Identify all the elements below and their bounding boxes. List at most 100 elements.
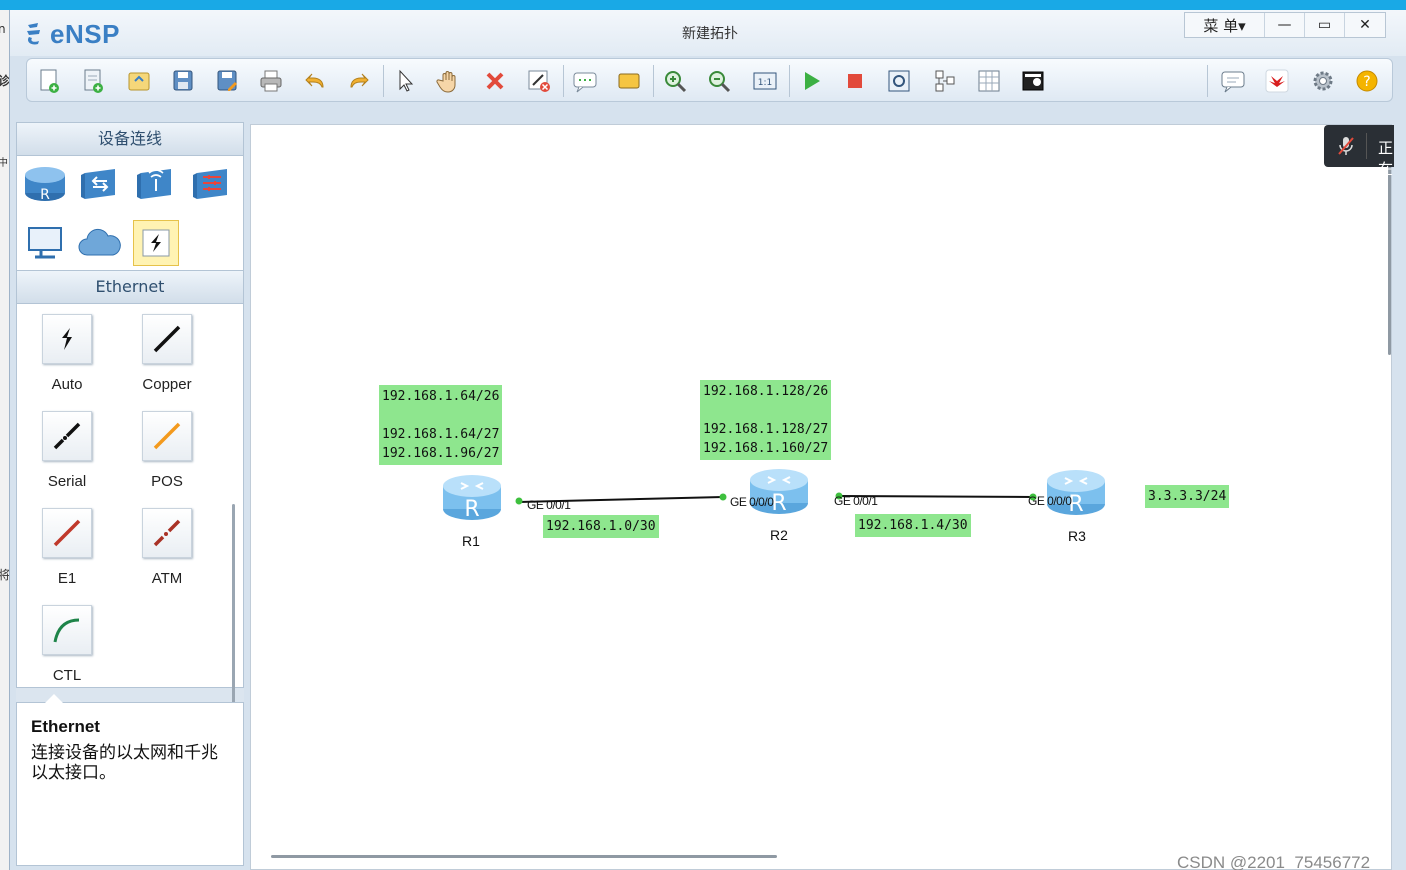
maximize-button[interactable]: ▭	[1305, 13, 1345, 37]
background-text: 中	[0, 158, 8, 169]
open-icon[interactable]	[125, 67, 153, 95]
link-r2-r3[interactable]	[838, 495, 1034, 498]
zoom-out-icon[interactable]	[705, 67, 733, 95]
port-status-dot	[835, 492, 843, 500]
print-icon[interactable]	[257, 67, 285, 95]
redo-icon[interactable]	[345, 67, 373, 95]
svg-text:R: R	[464, 497, 479, 522]
cable-list-scrollbar[interactable]	[232, 504, 235, 844]
port-label: GE 0/0/1	[527, 498, 571, 512]
port-label: GE 0/0/0	[730, 495, 774, 509]
cables-header: Ethernet	[16, 270, 244, 304]
svg-text:?: ?	[1363, 74, 1370, 90]
cable-label: Auto	[51, 376, 83, 393]
e1-cable[interactable]: E1	[27, 508, 107, 598]
cable-label: POS	[151, 473, 183, 490]
start-device-icon[interactable]	[797, 67, 825, 95]
new-example-icon[interactable]	[79, 67, 107, 95]
note-r2-subnets[interactable]: 192.168.1.128/26 192.168.1.128/27 192.16…	[700, 380, 832, 460]
chat-icon[interactable]	[1219, 67, 1247, 95]
topology-canvas[interactable]: 192.168.1.64/26 192.168.1.64/27 192.168.…	[250, 124, 1394, 870]
router-category-icon[interactable]: R	[22, 160, 68, 206]
pos-cable-icon	[142, 411, 192, 461]
ensp-window: eNSP 新建拓扑 菜 单▾ — ▭ ✕	[9, 10, 1406, 870]
note-r1-r2-link[interactable]: 192.168.1.0/30	[543, 515, 659, 538]
canvas-vertical-scrollbar[interactable]	[1388, 125, 1391, 355]
topology-icon[interactable]	[931, 67, 959, 95]
device-panel: 设备连线 R	[16, 122, 244, 866]
desktop-top-strip	[0, 0, 1406, 10]
cloud-category-icon[interactable]	[77, 220, 123, 266]
new-topology-icon[interactable]	[35, 67, 63, 95]
help-icon[interactable]: ?	[1353, 67, 1381, 95]
window-controls: 菜 单▾ — ▭ ✕	[1184, 12, 1386, 38]
auto-cable[interactable]: Auto	[27, 314, 107, 404]
port-status-dot	[515, 497, 523, 505]
router-label: R2	[770, 527, 788, 543]
auto-cable-icon	[42, 314, 92, 364]
mic-muted-icon[interactable]	[1336, 135, 1356, 157]
pos-cable[interactable]: POS	[127, 411, 207, 501]
switch-category-icon[interactable]	[77, 160, 123, 206]
palette-icon[interactable]	[615, 67, 643, 95]
stop-device-icon[interactable]	[841, 67, 869, 95]
serial-cable[interactable]: Serial	[27, 411, 107, 501]
close-button[interactable]: ✕	[1359, 17, 1371, 33]
router-r2[interactable]: R	[748, 463, 810, 517]
wlan-category-icon[interactable]	[133, 160, 179, 206]
description-box: Ethernet 连接设备的以太网和千兆以太接口。	[16, 694, 244, 866]
firewall-category-icon[interactable]	[189, 160, 235, 206]
note-r1-subnets[interactable]: 192.168.1.64/26 192.168.1.64/27 192.168.…	[379, 385, 503, 465]
minimize-button[interactable]: —	[1265, 13, 1305, 37]
watermark: CSDN @2201_75456772	[1177, 853, 1371, 870]
pc-category-icon[interactable]	[22, 220, 68, 266]
cable-label: ATM	[151, 570, 183, 587]
description-text: 连接设备的以太网和千兆以太接口。	[31, 743, 218, 783]
router-r1[interactable]: R	[441, 469, 503, 523]
copper-cable-icon	[142, 314, 192, 364]
recording-overlay[interactable]: 正在	[1324, 125, 1394, 178]
menu-button[interactable]: 菜 单▾	[1185, 13, 1265, 37]
cable-label: E1	[57, 570, 77, 587]
drag-hand-icon[interactable]	[435, 67, 463, 95]
cable-list: Auto Copper Serial POS E1	[16, 304, 244, 844]
cable-label: CTL	[52, 667, 82, 684]
copper-cable[interactable]: Copper	[127, 314, 207, 404]
add-text-icon[interactable]	[571, 67, 599, 95]
cable-label: Copper	[142, 376, 192, 393]
app-logo: eNSP	[24, 19, 120, 49]
overlay-status-text: 正在	[1378, 139, 1394, 178]
title-bar: eNSP 新建拓扑 菜 单▾ — ▭ ✕	[10, 10, 1406, 56]
canvas-horizontal-scrollbar[interactable]	[271, 855, 777, 858]
fit-window-icon[interactable]: 1:1	[751, 67, 779, 95]
router-label: R3	[1068, 528, 1086, 544]
delete-all-links-icon[interactable]	[525, 67, 553, 95]
atm-cable[interactable]: ATM	[127, 508, 207, 598]
cable-category-icon[interactable]	[133, 220, 179, 266]
ctl-cable[interactable]: CTL	[27, 605, 107, 695]
save-icon[interactable]	[169, 67, 197, 95]
router-r3[interactable]: R	[1045, 464, 1107, 518]
save-as-icon[interactable]	[213, 67, 241, 95]
zoom-in-icon[interactable]	[661, 67, 689, 95]
select-pointer-icon[interactable]	[391, 67, 419, 95]
svg-text:R: R	[1068, 492, 1083, 517]
background-text: n	[0, 22, 6, 36]
note-r3-loopback[interactable]: 3.3.3.3/24	[1145, 485, 1230, 508]
huawei-icon[interactable]	[1263, 67, 1291, 95]
note-r2-r3-link[interactable]: 192.168.1.4/30	[855, 514, 971, 537]
undo-icon[interactable]	[301, 67, 329, 95]
background-text: 将	[0, 568, 9, 582]
delete-icon[interactable]	[481, 67, 509, 95]
grid-icon[interactable]	[975, 67, 1003, 95]
window-title: 新建拓扑	[682, 26, 738, 42]
link-r1-r2[interactable]	[518, 496, 724, 503]
port-status-dot	[719, 493, 727, 501]
settings-icon[interactable]	[1309, 67, 1337, 95]
ensp-logo-icon	[27, 23, 40, 45]
capture-icon[interactable]	[885, 67, 913, 95]
cli-icon[interactable]	[1019, 67, 1047, 95]
main-toolbar: 1:1 ?	[26, 58, 1393, 102]
svg-text:R: R	[40, 187, 50, 203]
svg-text:1:1: 1:1	[758, 78, 772, 88]
